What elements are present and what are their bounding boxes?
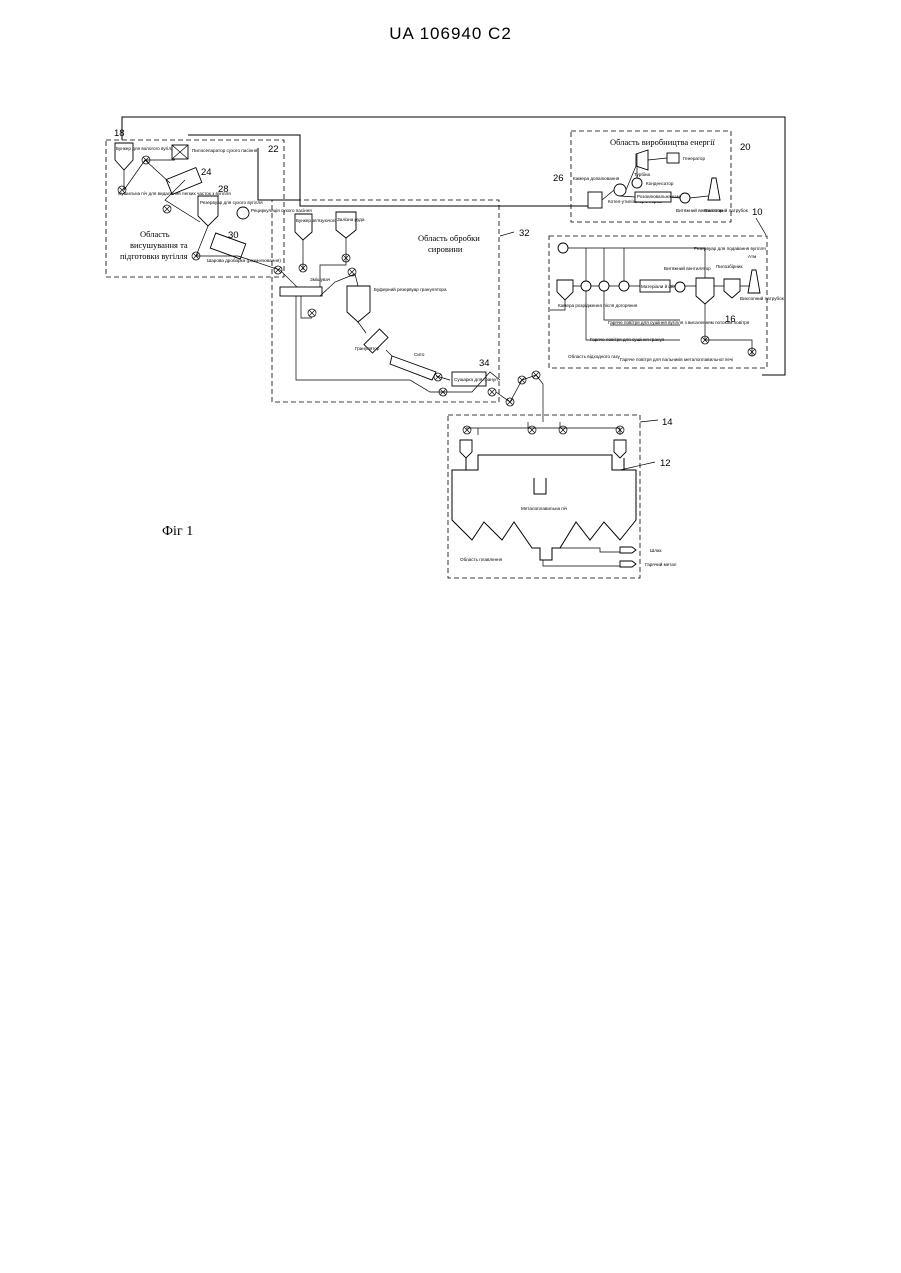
fan-top bbox=[558, 243, 568, 253]
melting-area-boundary bbox=[448, 415, 640, 578]
recirculation-label: Рециркуляція сухого пасіння bbox=[251, 208, 312, 213]
cyclone bbox=[557, 280, 573, 300]
processing-region-title-2: сировини bbox=[428, 244, 463, 254]
pellet-dryer-label: Сушарка для гранул bbox=[454, 377, 498, 382]
condenser-label: Конденсатор bbox=[646, 181, 674, 186]
duct-to-afterburner bbox=[258, 148, 588, 206]
buffer-tank-label: Буферний резервуар гранулятора bbox=[374, 286, 447, 292]
generator bbox=[667, 153, 679, 163]
exhaust-fan-power bbox=[680, 193, 690, 203]
turbine-label: Турбіна bbox=[634, 172, 651, 177]
mixer-label: Змішувач bbox=[310, 277, 331, 282]
label-24: 24 bbox=[201, 167, 212, 178]
turbine bbox=[636, 150, 648, 170]
stack-power bbox=[708, 178, 720, 200]
exhaust-fan-offgas-label: Витяжний вентилятор bbox=[664, 265, 711, 271]
mixer bbox=[280, 287, 322, 296]
exhaust-fan-offgas bbox=[675, 282, 685, 292]
afterburner-label: Камера допалювання bbox=[573, 176, 620, 181]
hot-air-1-label: Гаряче повітря для сушіння вугілля з вис… bbox=[608, 320, 750, 325]
dryer-label: Сушильна піч для видалення легких часток… bbox=[118, 191, 231, 196]
label-32: 32 bbox=[519, 228, 530, 239]
power-region-title: Область виробництва енергії bbox=[610, 137, 715, 147]
label-26: 26 bbox=[553, 173, 564, 184]
melting-region-title: Область плавлення bbox=[460, 557, 503, 562]
hot-air-2-label: Гаряче повітря для сушіння гранул bbox=[590, 337, 665, 342]
cyclone-label: Камера розрідження після догоряння bbox=[558, 303, 638, 308]
label-10: 10 bbox=[752, 207, 763, 218]
hot-metal-label: Гарячий метал bbox=[645, 561, 677, 567]
screen bbox=[390, 356, 436, 380]
dust-hopper-label: Пилозбірник bbox=[716, 264, 743, 269]
ball-mill-label: Шарова дробарка (розмелювання) bbox=[207, 258, 281, 263]
hot-air-3-label: Гаряче повітря для пальників металоплави… bbox=[620, 357, 733, 362]
label-20: 20 bbox=[740, 142, 751, 153]
label-14: 14 bbox=[662, 417, 673, 428]
stack-power-label: Вихлопний патрубок bbox=[704, 207, 749, 213]
dust-hopper bbox=[724, 279, 740, 298]
furnace-label: Металоплавильна піч bbox=[521, 506, 568, 511]
slag-label: Шлак bbox=[650, 548, 662, 553]
label-12: 12 bbox=[660, 458, 671, 469]
stack-offgas-label: Вихлопний патрубок bbox=[740, 295, 785, 301]
atm-label: Атм bbox=[748, 254, 756, 259]
drying-region-title-1: Область bbox=[140, 229, 170, 239]
iron-ore-bunker bbox=[336, 212, 356, 238]
offgas-area-boundary bbox=[549, 236, 767, 368]
heat-exchanger bbox=[614, 184, 626, 196]
feed-hopper-left bbox=[460, 440, 472, 458]
generator-label: Генератор bbox=[683, 156, 705, 161]
buffer-tank bbox=[347, 286, 370, 322]
screen-label: Сито bbox=[414, 352, 425, 357]
label-18: 18 bbox=[114, 128, 125, 139]
stack-offgas bbox=[748, 270, 760, 293]
recirculation-fan bbox=[237, 207, 249, 219]
drying-region-title-2: висушування та bbox=[130, 240, 188, 250]
coal-feed-tank bbox=[696, 278, 714, 304]
label-34: 34 bbox=[479, 358, 490, 369]
label-22: 22 bbox=[268, 144, 279, 155]
coal-bunker-label: Бункер для вологого вугілля bbox=[116, 146, 177, 151]
slag-outlet bbox=[620, 547, 636, 553]
figure-label: Фіг 1 bbox=[162, 524, 193, 539]
dust-separator-label: Пилосепаратор сухого пасіння bbox=[192, 148, 258, 153]
condenser bbox=[632, 178, 642, 188]
processing-region-title-1: Область обробки bbox=[418, 233, 480, 243]
granulator-label: Гранулятор bbox=[355, 346, 380, 351]
drying-region-title-3: підготовки вугілля bbox=[120, 251, 188, 261]
hot-metal-outlet bbox=[620, 561, 636, 567]
dry-coal-tank-label: Резервуар для сухого вугілля bbox=[200, 200, 263, 205]
iron-ore-bunker-label: Залізна руда bbox=[337, 217, 365, 222]
binder-bunker-label: Бункер зв'язуючого bbox=[296, 218, 337, 223]
offgas-region-title: Область відходного газу bbox=[568, 354, 620, 359]
afterburner bbox=[588, 192, 602, 208]
feed-hopper-right bbox=[614, 440, 626, 458]
